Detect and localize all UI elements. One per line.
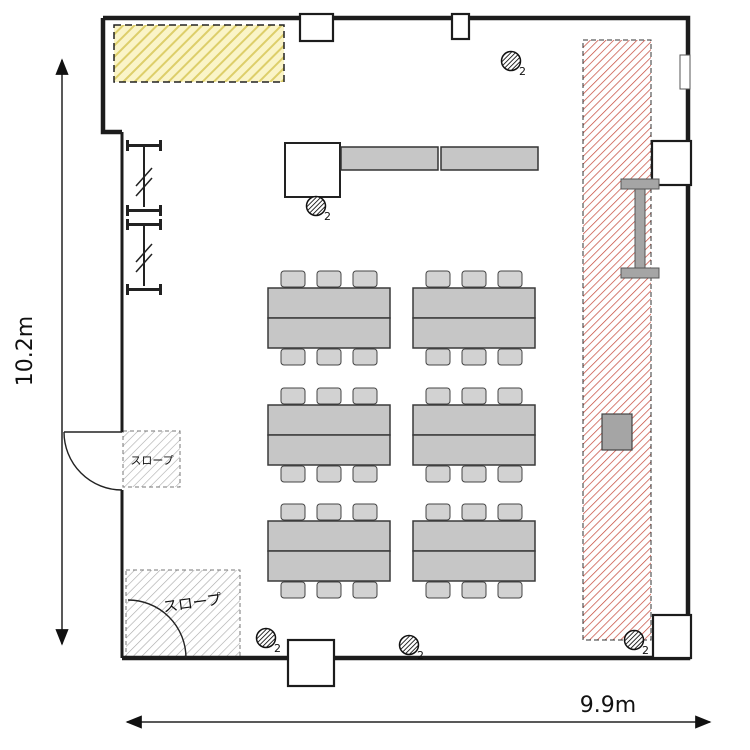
fixture-icon bbox=[255, 627, 277, 649]
ramp-label-small: スロープ bbox=[130, 454, 173, 467]
fixture-subscript: 2 bbox=[417, 649, 424, 662]
table-cluster-3 bbox=[267, 387, 391, 483]
ceiling-fixture-1: 2 bbox=[500, 50, 526, 78]
pillar-top-1 bbox=[298, 12, 335, 43]
table-cluster-6 bbox=[412, 503, 536, 599]
counter-desk bbox=[284, 142, 341, 198]
fixture-subscript: 2 bbox=[324, 210, 331, 223]
ramp-area-large bbox=[125, 569, 241, 659]
ceiling-fixture-5: 2 bbox=[623, 629, 649, 657]
fixture-icon bbox=[305, 195, 327, 217]
pillar-right bbox=[650, 139, 693, 187]
fixture-icon bbox=[500, 50, 522, 72]
ceiling-fixture-4: 2 bbox=[398, 634, 424, 662]
fixture-subscript: 2 bbox=[642, 644, 649, 657]
dim-label-height: 10.2m bbox=[13, 316, 38, 386]
steel-beam bbox=[620, 178, 660, 279]
fixture-subscript: 2 bbox=[274, 642, 281, 655]
wall-bracket-group-2 bbox=[126, 219, 162, 295]
wall-bracket-group-1 bbox=[126, 140, 162, 216]
door-middle-left bbox=[63, 431, 123, 491]
table-cluster-4 bbox=[412, 387, 536, 483]
pillar-bottom-right bbox=[651, 613, 693, 660]
table-cluster-5 bbox=[267, 503, 391, 599]
counter-table-1 bbox=[340, 146, 439, 171]
ceiling-fixture-3: 2 bbox=[255, 627, 281, 655]
door-arc-bottom bbox=[127, 599, 187, 659]
table-cluster-1 bbox=[267, 270, 391, 366]
window-right bbox=[679, 54, 691, 90]
fixture-subscript: 2 bbox=[519, 65, 526, 78]
pillar-top-2 bbox=[450, 12, 471, 41]
wall-outline bbox=[103, 15, 691, 661]
storage-zone-yellow bbox=[113, 24, 285, 83]
table-cluster-2 bbox=[412, 270, 536, 366]
wall-left-upper bbox=[100, 18, 122, 135]
fixture-icon bbox=[398, 634, 420, 656]
fixture-icon bbox=[623, 629, 645, 651]
ceiling-fixture-2: 2 bbox=[305, 195, 331, 223]
equipment-zone-red bbox=[582, 39, 652, 641]
alcove-bottom bbox=[286, 638, 336, 688]
equipment-box bbox=[601, 413, 633, 451]
dim-label-width: 9.9m bbox=[580, 693, 636, 718]
door-arc-middle bbox=[63, 431, 123, 491]
counter-table-2 bbox=[440, 146, 539, 171]
ramp-area-small bbox=[122, 430, 181, 488]
